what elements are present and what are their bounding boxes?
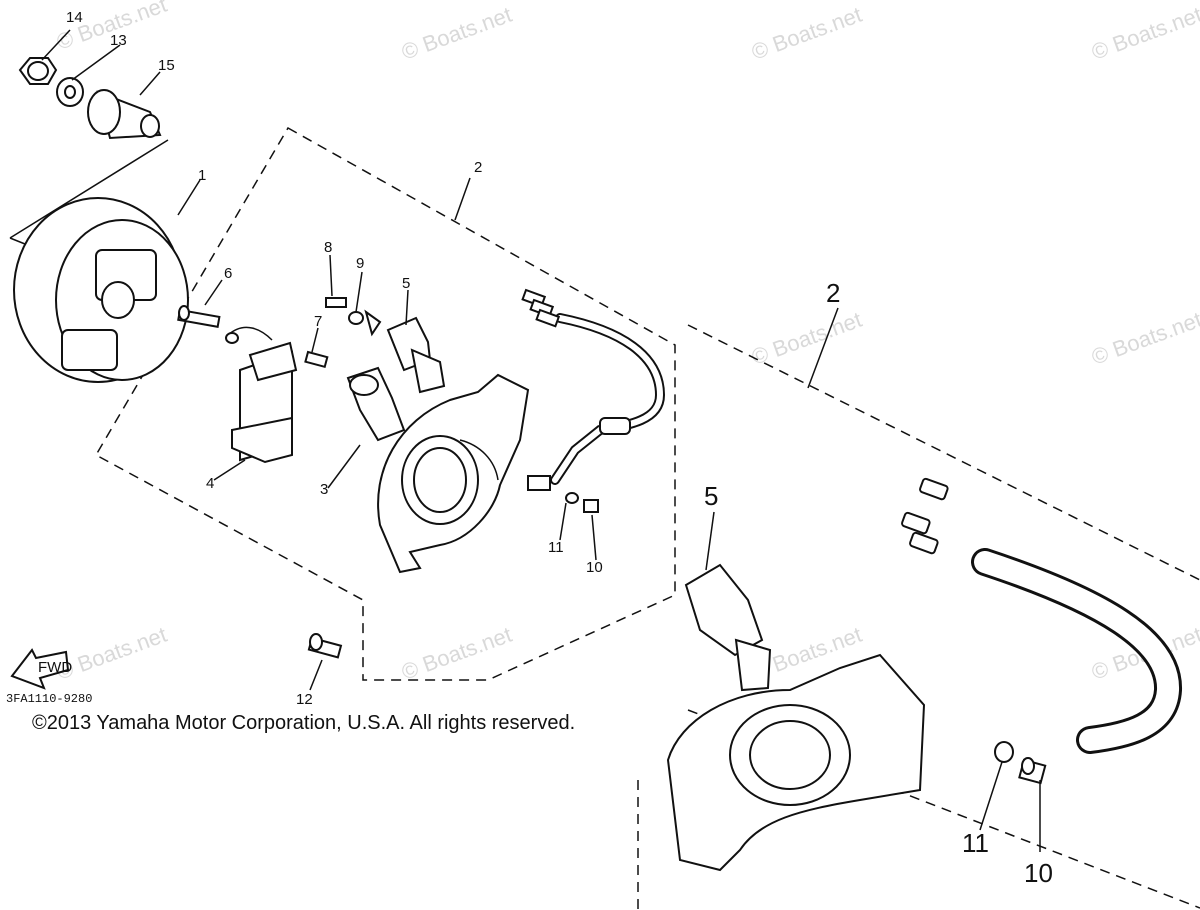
bolt-6 (177, 305, 221, 328)
watermark: © Boats.net (398, 2, 515, 65)
detail-charge-coil (684, 563, 772, 692)
nut-14 (18, 57, 58, 85)
detail-stator-plate (666, 653, 926, 872)
watermark: © Boats.net (1088, 2, 1200, 65)
detail-callout-2: 2 (826, 278, 840, 308)
callout-5: 5 (402, 275, 410, 292)
detail-callout-10: 10 (1024, 858, 1053, 888)
callout-4: 4 (206, 475, 214, 492)
watermark: © Boats.net (1088, 307, 1200, 370)
callout-15: 15 (158, 57, 175, 74)
fwd-arrow-icon: FWD (10, 648, 72, 690)
detail-screw-10 (1018, 757, 1047, 785)
copyright-notice: ©2013 Yamaha Motor Corporation, U.S.A. A… (28, 712, 580, 735)
detail-view: 2 5 11 10 (666, 278, 1182, 888)
callout-2: 2 (474, 159, 482, 176)
callout-9: 9 (356, 255, 364, 272)
watermark: © Boats.net (748, 307, 865, 370)
pulser-coil-3 (304, 350, 406, 442)
callout-leaders (177, 177, 597, 691)
callout-3: 3 (320, 481, 328, 498)
detail-callout-5: 5 (704, 481, 718, 511)
callout-6: 6 (224, 265, 232, 282)
callout-7: 7 (314, 313, 322, 330)
detail-wire-harness (901, 477, 1182, 754)
washer-13 (56, 77, 84, 107)
stator-base (377, 373, 530, 574)
callout-12: 12 (296, 691, 313, 708)
fwd-label: FWD (38, 659, 72, 676)
flywheel-1 (13, 197, 189, 383)
wire-harness (521, 288, 666, 513)
screw-12 (307, 633, 343, 659)
callout-8: 8 (324, 239, 332, 256)
callout-1: 1 (198, 167, 206, 184)
detail-washer-11 (994, 741, 1014, 763)
callout-14: 14 (66, 9, 83, 26)
charge-coil-5 (325, 297, 446, 394)
lighting-coil-4 (225, 326, 298, 464)
catalog-code: 3FA1110-9280 (6, 692, 93, 706)
boot-15 (87, 89, 162, 140)
callouts: 14 13 15 1 2 6 8 9 5 7 4 3 11 10 12 (66, 9, 603, 708)
assembly-2-boundary (94, 126, 676, 681)
detail-callout-11: 11 (962, 828, 989, 858)
watermark: © Boats.net (748, 2, 865, 65)
callout-11: 11 (548, 539, 564, 556)
callout-10: 10 (586, 559, 603, 576)
callout-13: 13 (110, 32, 127, 49)
